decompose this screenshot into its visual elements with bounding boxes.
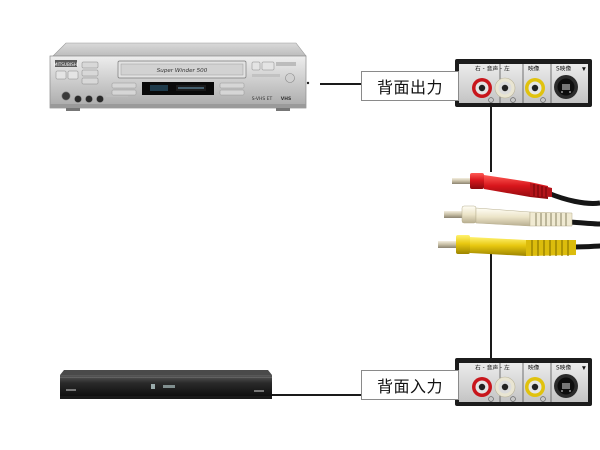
vcr-device: MITSUBISHI Super Winder 500 S-VHS ET [49, 42, 310, 111]
bd-recorder-device [60, 370, 272, 399]
yellow-rca-plug [438, 235, 576, 256]
s-video-arrow: ▼ [582, 67, 586, 73]
red-rca-plug [452, 173, 552, 199]
panel-header-top: 右 - 音声 - 左 映像 S映像 ▼ [475, 65, 586, 73]
white-rca-plug [444, 205, 573, 227]
rca-cable [438, 173, 600, 256]
s-video-label: S映像 [556, 65, 571, 73]
audio-label: 右 - 音声 - 左 [475, 364, 510, 372]
video-label: 映像 [528, 65, 540, 73]
vcr-brand: MITSUBISHI [54, 62, 78, 67]
vcr-model-text: Super Winder 500 [157, 68, 208, 74]
vcr-badge-svhs: S-VHS ET [252, 96, 273, 102]
s-video-label: S映像 [556, 364, 571, 372]
rear-input-label: 背面入力 [361, 370, 459, 400]
s-video-arrow: ▼ [582, 366, 586, 372]
panel-header-bottom: 右 - 音声 - 左 映像 S映像 ▼ [475, 364, 586, 372]
rear-output-label: 背面出力 [361, 71, 459, 101]
audio-label: 右 - 音声 - 左 [475, 65, 510, 73]
vcr-badge-vhs: VHS [281, 96, 292, 102]
video-label: 映像 [528, 364, 540, 372]
